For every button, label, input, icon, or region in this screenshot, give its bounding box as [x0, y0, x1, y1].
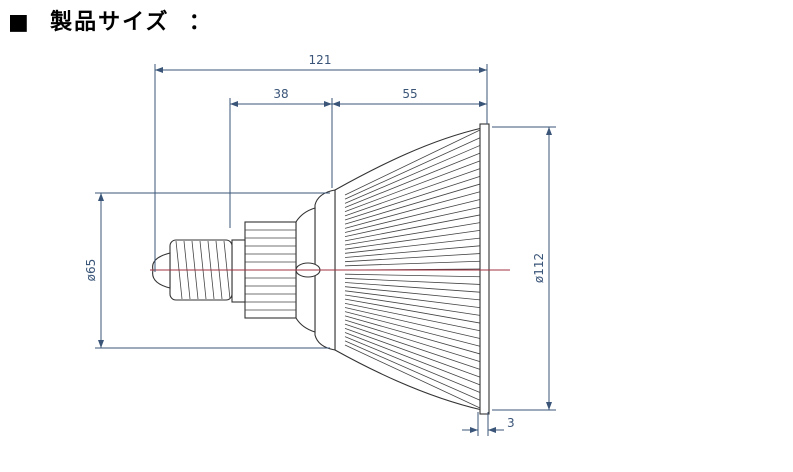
heatsink-fin	[344, 137, 481, 200]
heatsink-fin	[344, 206, 481, 238]
heatsink-fin	[344, 199, 481, 233]
heatsink-fin	[344, 282, 481, 293]
heatsink-fin	[344, 315, 481, 355]
dim-3-label: 3	[507, 416, 515, 430]
dimension-lines	[95, 64, 556, 436]
heatsink-fin	[344, 319, 481, 363]
heatsink-fin	[344, 327, 481, 378]
dim-55-label: 55	[402, 87, 417, 101]
heatsink-fin	[344, 311, 481, 347]
heatsink-fin	[344, 152, 481, 208]
heatsink-fin	[344, 245, 481, 258]
heatsink-fin	[344, 323, 481, 370]
bulb-outline	[152, 123, 490, 415]
heatsink-fin	[344, 183, 481, 225]
heatsink-fin	[344, 160, 481, 213]
heatsink-fin	[344, 302, 481, 332]
heatsink-fin	[344, 298, 481, 324]
front-rim	[479, 123, 490, 415]
heatsink-fin	[344, 286, 481, 301]
base-neck	[231, 239, 246, 303]
heatsink-fin	[344, 222, 481, 246]
dim-121-label: 121	[309, 53, 332, 67]
heatsink-fin	[344, 336, 481, 393]
heatsink-fin	[344, 214, 481, 242]
heatsink-fin	[344, 229, 481, 250]
heatsink-fin	[344, 191, 481, 229]
heatsink-fin	[344, 273, 481, 278]
heatsink-fin	[344, 260, 481, 267]
dim-112-label: ø112	[532, 253, 546, 283]
heatsink-fin	[344, 294, 481, 316]
heatsink-fin	[344, 290, 481, 309]
heatsink-fin	[344, 344, 481, 409]
heatsink-fin	[344, 237, 481, 254]
heatsink-fin	[344, 307, 481, 339]
dim-65-label: ø65	[84, 259, 98, 282]
heatsink-fin	[344, 168, 481, 217]
heatsink-fin	[344, 340, 481, 401]
dim-38-label: 38	[273, 87, 288, 101]
heatsink-fin	[344, 129, 481, 196]
heatsink-fin	[344, 332, 481, 386]
heatsink-fin	[344, 277, 481, 285]
heatsink-fin	[344, 175, 481, 221]
section-title: ■ 製品サイズ ：	[8, 9, 213, 35]
heatsink-fin	[344, 145, 481, 204]
heatsink-fin	[344, 253, 481, 263]
